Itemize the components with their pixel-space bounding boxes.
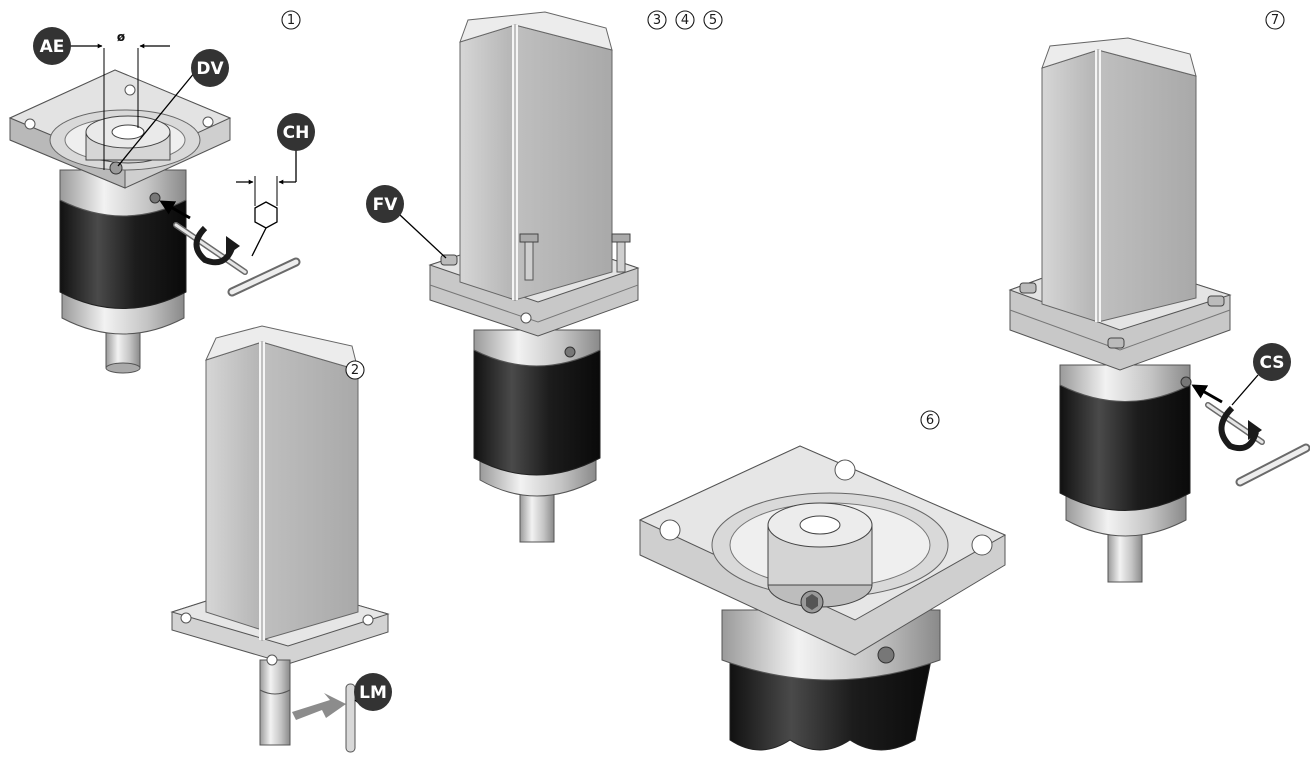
step-marker-4: 4 [675,10,695,30]
hex-profile-icon [254,201,278,229]
clamp-closeup-step6 [638,445,1007,751]
svg-text:CS: CS [1259,353,1284,373]
callout-dv: DV [191,49,229,87]
svg-text:AE: AE [40,37,65,57]
step-marker-1: 1 [281,10,301,30]
svg-text:6: 6 [926,413,934,428]
hex-key-icon [173,222,301,297]
svg-text:7: 7 [1271,13,1279,28]
rotate-arrow-icon [193,225,240,266]
callout-ch: CH [277,113,315,151]
assembly-step7 [1008,37,1310,583]
callout-fv: FV [366,185,404,223]
step-marker-5: 5 [703,10,723,30]
svg-text:1: 1 [287,13,295,28]
gearbox-step1: ø [8,30,301,374]
svg-text:2: 2 [351,363,359,378]
step-marker-2: 2 [345,360,365,380]
diameter-symbol: ø [117,30,125,44]
assembly-step345 [399,11,640,543]
rotate-arrow-icon-step7 [1218,405,1262,452]
step-marker-3: 3 [647,10,667,30]
step-marker-6: 6 [920,410,940,430]
svg-text:5: 5 [709,13,717,28]
motor-step2 [170,325,390,753]
callout-cs: CS [1253,343,1291,381]
svg-text:LM: LM [359,683,387,703]
svg-text:CH: CH [283,123,310,143]
callout-lm: LM [354,673,392,711]
svg-text:DV: DV [196,59,224,79]
step-marker-7: 7 [1265,10,1285,30]
svg-text:4: 4 [681,13,689,28]
callout-ae: AE [33,27,71,65]
svg-text:FV: FV [373,195,399,215]
svg-text:3: 3 [653,13,661,28]
